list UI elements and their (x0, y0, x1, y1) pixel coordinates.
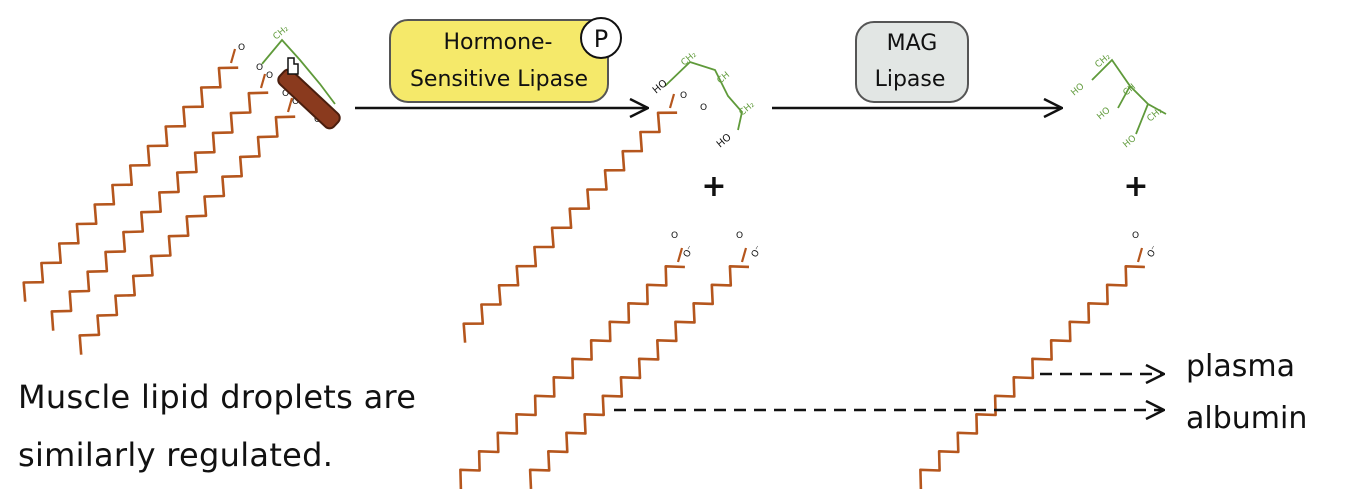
hand-cursor-icon (287, 57, 299, 75)
ch-group: CH (716, 70, 732, 86)
carbon-zigzag (50, 91, 269, 331)
hydroxyl-label: HO (651, 78, 670, 96)
fatty-acid-chain (462, 93, 678, 343)
carbonyl-bond (740, 247, 748, 263)
carboxylate-oxygen: O⁻ (1146, 244, 1161, 259)
fatty-acid-chain (919, 247, 1145, 490)
mag-lipase-box (855, 21, 969, 103)
mag-label-line1: MAG (887, 31, 938, 56)
ch2-group: CH₂ (680, 50, 699, 69)
glycerol-backbone: CH₂ CH CH₂ (664, 50, 757, 131)
carbon-zigzag (22, 66, 239, 302)
carbon-zigzag (459, 264, 685, 490)
fatty-acid-chain (528, 247, 750, 489)
mag-label-line2: Lipase (875, 67, 946, 92)
carbon-zigzag (919, 264, 1145, 490)
carbon-zigzag (462, 111, 678, 343)
carbonyl-oxygen: O (1132, 231, 1139, 241)
free-fatty-acid: O O⁻ (459, 231, 697, 490)
ch2-group: CH₂ (738, 100, 757, 119)
ester-oxygen: O (256, 63, 263, 73)
phosphate-badge: P (580, 17, 622, 59)
carbonyl-oxygen: O (736, 231, 743, 241)
phosphate-badge-label: P (594, 25, 608, 53)
carbonyl-bond (676, 247, 684, 263)
ch2-group: CH₂ (272, 24, 291, 43)
ch2-group: CH₂ (1094, 52, 1113, 71)
hsl-label-line2: Sensitive Lipase (410, 67, 588, 92)
carbonyl-oxygen: O (292, 97, 299, 107)
glycerol: HO CH₂ HO CH HO CH₂ (1070, 52, 1167, 151)
hormone-sensitive-lipase: Hormone- Sensitive Lipase P (389, 17, 622, 103)
fatty-acid-chain (78, 97, 296, 355)
carbonyl-oxygen: O (238, 43, 245, 53)
carbon-zigzag (528, 264, 750, 489)
hydroxyl-label: HO (1122, 134, 1139, 151)
fatty-acid-chain (22, 48, 239, 302)
fatty-acid-chain (50, 73, 269, 331)
carbonyl-bond (1136, 247, 1144, 263)
carbonyl-bond (668, 93, 676, 109)
carbon-zigzag (78, 115, 296, 355)
free-fatty-acid: O O⁻ (919, 231, 1161, 490)
free-fatty-acid: O O⁻ (528, 231, 765, 489)
hydroxyl-label: HO (715, 132, 734, 150)
ch2-group: CH₂ (1146, 106, 1165, 125)
plus-sign: + (701, 169, 726, 204)
note-text: Muscle lipid droplets are similarly regu… (18, 368, 488, 484)
carbonyl-oxygen: O (266, 71, 273, 81)
hydroxyl-label: HO (1096, 106, 1113, 123)
hsl-label-line1: Hormone- (444, 30, 553, 55)
mag-lipase: MAG Lipase (855, 21, 969, 103)
fatty-acid-chain (459, 247, 685, 490)
hsl-box (389, 19, 609, 103)
carbonyl-bond (286, 97, 294, 113)
triglyceride: O O O O O O CH₂ (22, 24, 336, 355)
carbonyl-bond (229, 48, 237, 64)
carbonyl-bond (259, 73, 267, 89)
pen-cursor (277, 57, 341, 130)
ester-oxygen: O (282, 89, 289, 99)
albumin-label: albumin (1186, 401, 1307, 436)
carbonyl-oxygen: O (680, 91, 687, 101)
carboxylate-oxygen: O⁻ (750, 244, 765, 259)
carboxylate-oxygen: O⁻ (682, 244, 697, 259)
note-line-2: similarly regulated. (18, 436, 334, 474)
carbonyl-oxygen: O (671, 231, 678, 241)
ester-oxygen: O (700, 103, 707, 113)
plasma-label: plasma (1186, 349, 1295, 384)
plus-sign: + (1123, 169, 1148, 204)
note-line-1: Muscle lipid droplets are (18, 378, 417, 416)
hydroxyl-label: HO (1070, 82, 1087, 99)
